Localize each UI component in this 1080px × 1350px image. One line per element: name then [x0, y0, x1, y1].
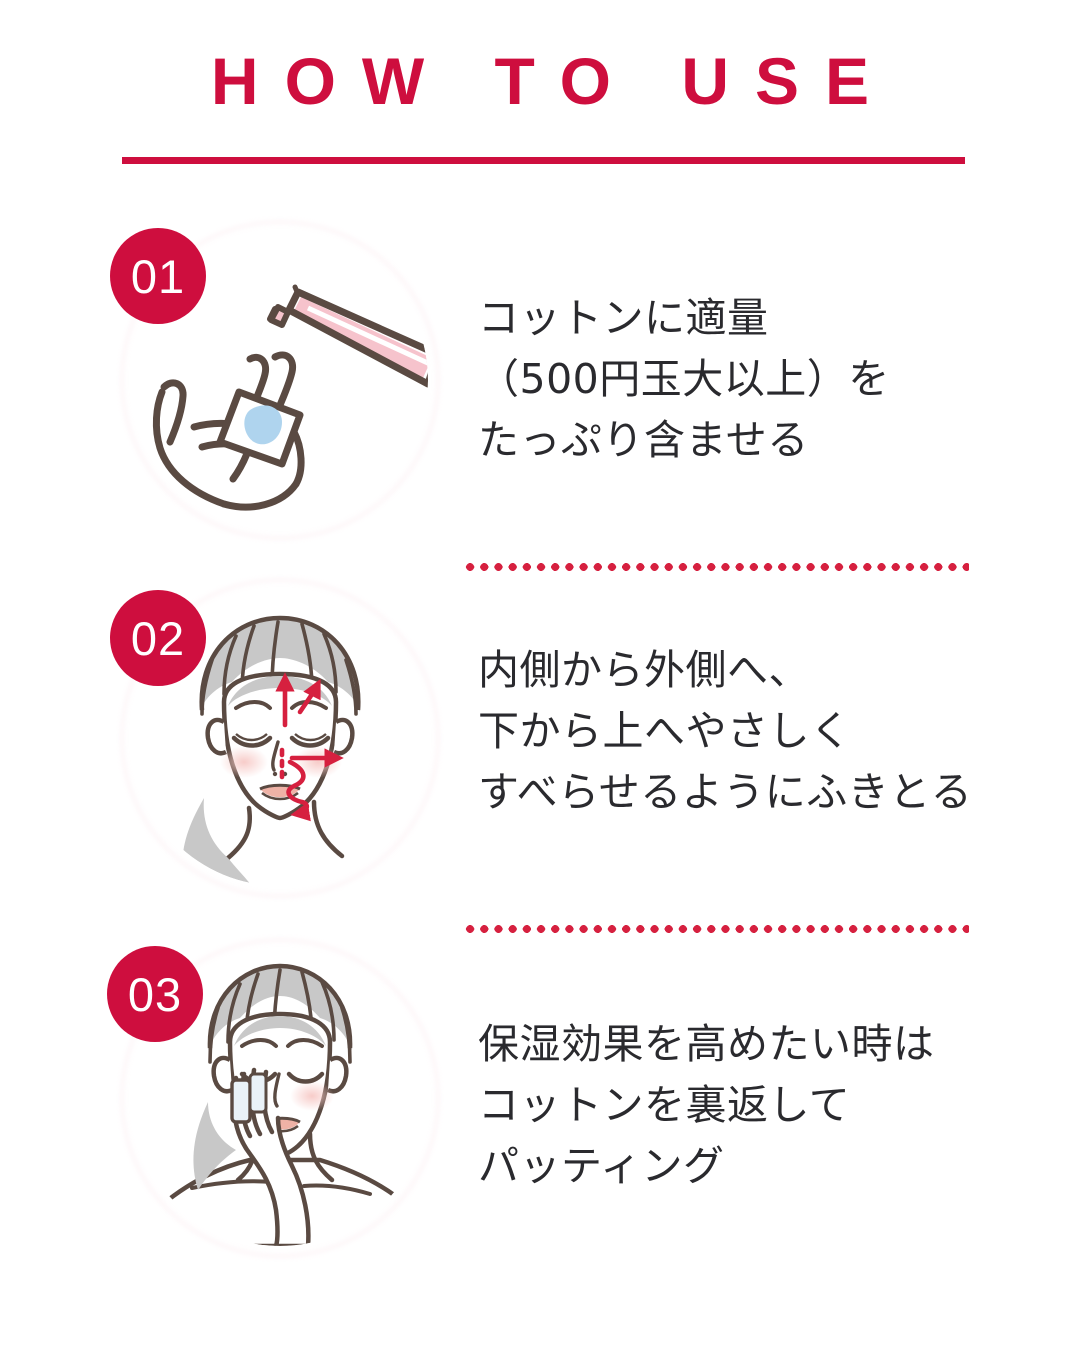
step-01-line-3: たっぷり含ませる	[478, 416, 809, 464]
step-01-line-2: （500円玉大以上）を	[478, 355, 890, 403]
step-badge-02: 02	[110, 590, 206, 686]
separator-dotted-1	[463, 563, 969, 571]
step-03-line-1: 保湿効果を高めたい時は	[478, 1020, 935, 1068]
step-01-line-1: コットンに適量	[478, 294, 769, 342]
cotton-pad-icon-03	[230, 1072, 268, 1124]
cotton-pad-icon	[216, 388, 304, 468]
step-row-02: 02 内側から外側へ、 下から上へやさしく すべらせるようにふきとる	[0, 568, 1080, 908]
step-01-illustration: 01	[110, 210, 450, 550]
title-underline-rule	[122, 157, 965, 164]
wipe-direction-arrows	[275, 672, 344, 822]
separator-dotted-2	[463, 925, 969, 933]
step-02-text: 内側から外側へ、 下から上へやさしく すべらせるようにふきとる	[478, 640, 1038, 823]
step-badge-03: 03	[107, 946, 203, 1042]
step-02-line-2: 下から上へやさしく	[478, 707, 852, 755]
lotion-bottle-icon	[267, 284, 428, 388]
step-02-line-1: 内側から外側へ、	[478, 646, 810, 694]
step-03-line-3: パッティング	[478, 1142, 725, 1190]
step-row-03: 03 保湿効果を高めたい時は コットンを裏返して パッティング	[0, 928, 1080, 1268]
step-03-text: 保湿効果を高めたい時は コットンを裏返して パッティング	[478, 1014, 1038, 1197]
step-03-line-2: コットンを裏返して	[478, 1081, 851, 1129]
step-02-line-3: すべらせるようにふきとる	[478, 768, 973, 816]
step-02-illustration: 02	[110, 568, 450, 908]
step-badge-01: 01	[110, 228, 206, 324]
page-title: HOW TO USE	[210, 44, 896, 118]
step-03-illustration: 03	[107, 928, 450, 1268]
step-row-01: 01 コットンに適量 （500円玉大以上）を たっぷり含ませる	[0, 210, 1080, 550]
step-01-text: コットンに適量 （500円玉大以上）を たっぷり含ませる	[478, 288, 1038, 471]
